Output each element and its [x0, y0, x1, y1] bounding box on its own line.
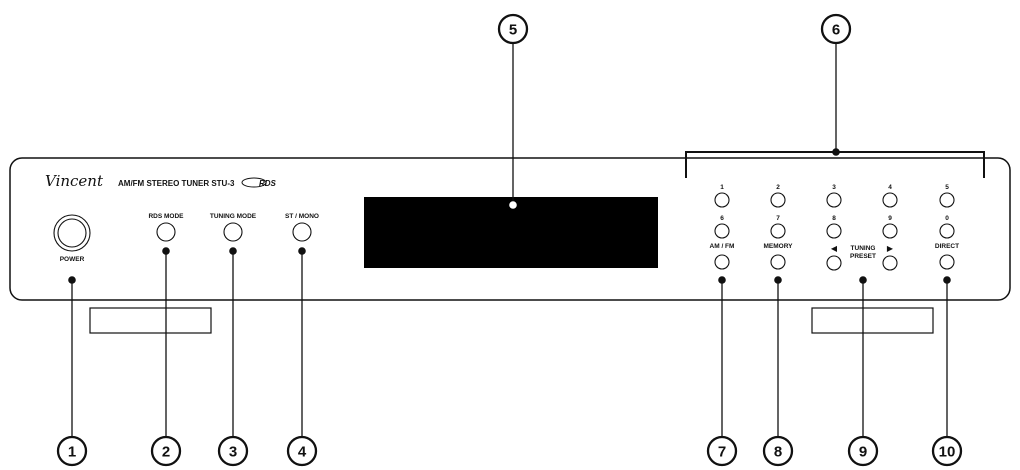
leader-lines	[68, 43, 951, 437]
st-mono-label: ST / MONO	[285, 213, 319, 220]
preset-3-button[interactable]	[826, 192, 842, 208]
callout-6-number: 6	[832, 22, 840, 39]
preset-8-button[interactable]	[826, 223, 842, 239]
preset-1-button[interactable]	[714, 192, 730, 208]
preset-7-label: 7	[776, 215, 780, 222]
st-mono-button[interactable]	[292, 222, 312, 242]
leader-dot-8	[774, 276, 782, 284]
callout-4: 4	[286, 435, 318, 467]
tuning-mode-label: TUNING MODE	[210, 213, 257, 220]
preset-5-label: 5	[945, 184, 949, 191]
left-foot	[89, 307, 212, 334]
right-foot	[811, 307, 934, 334]
callout-7-number: 7	[718, 444, 726, 461]
callout-9-number: 9	[859, 444, 867, 461]
callout-3-number: 3	[229, 444, 237, 461]
rds-mode-button[interactable]	[156, 222, 176, 242]
tuning-label: TUNING	[851, 245, 876, 252]
preset-0-label: 0	[945, 215, 949, 222]
leader-dot-1	[68, 276, 76, 284]
leader-dot-3	[229, 247, 237, 255]
leader-dot-9	[859, 276, 867, 284]
callout-4-number: 4	[298, 444, 307, 461]
preset-9-label: 9	[888, 215, 892, 222]
power-button[interactable]	[57, 218, 87, 248]
rds-logo-text: RDS	[259, 179, 277, 188]
am-fm-label: AM / FM	[710, 243, 735, 250]
preset-2-label: 2	[776, 184, 780, 191]
preset-5-button[interactable]	[939, 192, 955, 208]
direct-button[interactable]	[939, 254, 955, 270]
brand-logo: Vincent	[45, 172, 104, 190]
preset-6-button[interactable]	[714, 223, 730, 239]
left-arrow-icon: ◀	[831, 244, 838, 253]
leader-dot-7	[718, 276, 726, 284]
preset-label: PRESET	[850, 253, 876, 260]
leader-dot-4	[298, 247, 306, 255]
preset-3-label: 3	[832, 184, 836, 191]
power-label: POWER	[60, 256, 85, 263]
callout-5: 5	[497, 13, 529, 45]
preset-0-button[interactable]	[939, 223, 955, 239]
tune-up-button[interactable]	[882, 255, 898, 271]
preset-4-label: 4	[888, 184, 892, 191]
leader-dot-6	[832, 148, 840, 156]
callout-2: 2	[150, 435, 182, 467]
model-label: AM/FM STEREO TUNER STU-3	[118, 179, 235, 188]
callout-3: 3	[217, 435, 249, 467]
leader-dot-10	[943, 276, 951, 284]
preset-6-label: 6	[720, 215, 724, 222]
preset-2-button[interactable]	[770, 192, 786, 208]
callout-2-number: 2	[162, 444, 170, 461]
callout-1-number: 1	[68, 444, 76, 461]
preset-8-label: 8	[832, 215, 836, 222]
right-arrow-icon: ▶	[887, 244, 894, 253]
am-fm-button[interactable]	[714, 254, 730, 270]
leader-dot-2	[162, 247, 170, 255]
preset-4-button[interactable]	[882, 192, 898, 208]
callout-10: 10	[931, 435, 963, 467]
callout-9: 9	[847, 435, 879, 467]
preset-1-label: 1	[720, 184, 724, 191]
rds-logo: RDS	[241, 177, 277, 188]
direct-label: DIRECT	[935, 243, 959, 250]
callout-7: 7	[706, 435, 738, 467]
preset-7-button[interactable]	[770, 223, 786, 239]
callout-10-number: 10	[939, 444, 956, 461]
callout-8: 8	[762, 435, 794, 467]
callout-8-number: 8	[774, 444, 782, 461]
leader-dot-5	[509, 201, 517, 209]
memory-label: MEMORY	[763, 243, 793, 250]
tuning-mode-button[interactable]	[223, 222, 243, 242]
preset-9-button[interactable]	[882, 223, 898, 239]
callout-5-number: 5	[509, 22, 517, 39]
memory-button[interactable]	[770, 254, 786, 270]
tune-down-button[interactable]	[826, 255, 842, 271]
display-window	[364, 197, 658, 268]
callout-1: 1	[56, 435, 88, 467]
rds-mode-label: RDS MODE	[148, 213, 184, 220]
callout-6: 6	[820, 13, 852, 45]
